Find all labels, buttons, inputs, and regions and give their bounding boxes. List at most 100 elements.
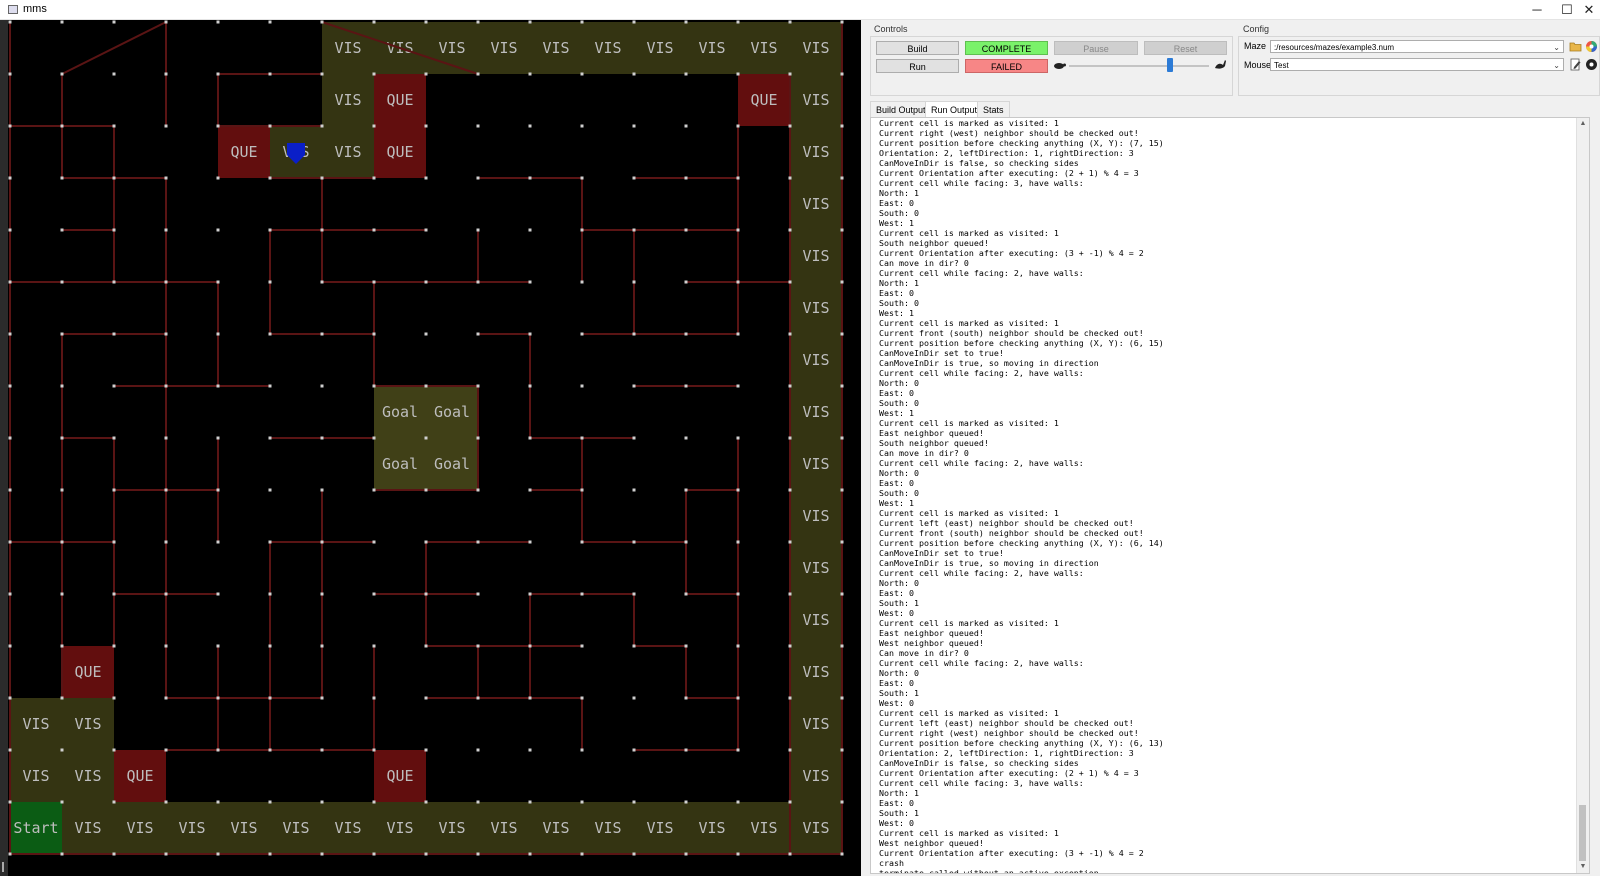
maze-post [320, 20, 324, 24]
cell-label: VIS [438, 819, 465, 837]
maze-post [788, 124, 792, 128]
maze-post [8, 488, 12, 492]
maze-post [216, 644, 220, 648]
color-wheel-icon[interactable] [1585, 40, 1598, 53]
maze-post [788, 384, 792, 388]
maze-post [736, 748, 740, 752]
maze-post [580, 488, 584, 492]
build-button[interactable]: Build [876, 41, 959, 55]
maze-post [60, 540, 64, 544]
maze-select[interactable]: :/resources/mazes/example3.num ⌄ [1270, 40, 1564, 53]
cell-vis [790, 334, 842, 386]
reset-button[interactable]: Reset [1144, 41, 1227, 55]
maze-post [424, 696, 428, 700]
tab-build-output[interactable]: Build Output [870, 101, 932, 117]
scroll-up-icon[interactable]: ▲ [1579, 120, 1587, 127]
cell-label: VIS [750, 39, 777, 57]
maze-post [164, 332, 168, 336]
edit-file-icon[interactable] [1569, 58, 1582, 71]
maze-post [632, 228, 636, 232]
run-output-log[interactable]: Current cell is marked as visited: 1 Cur… [870, 117, 1590, 874]
maze-post [8, 332, 12, 336]
cell-vis [322, 802, 374, 854]
maze-post [372, 72, 376, 76]
cell-label: VIS [178, 819, 205, 837]
maze-post [216, 72, 220, 76]
maze-post [736, 384, 740, 388]
maze-post [60, 72, 64, 76]
cell-label: QUE [230, 143, 257, 161]
maze-post [60, 228, 64, 232]
cell-vis [686, 22, 738, 74]
maze-post [788, 592, 792, 596]
cell-label: VIS [230, 819, 257, 837]
cell-label: VIS [802, 663, 829, 681]
controls-title: Controls [874, 24, 908, 34]
maze-post [788, 20, 792, 24]
maze-post [216, 592, 220, 596]
tab-run-output[interactable]: Run Output [925, 101, 984, 117]
maze-post [528, 20, 532, 24]
maze-post [632, 696, 636, 700]
maze-post [476, 332, 480, 336]
maze-post [424, 644, 428, 648]
maze-post [164, 280, 168, 284]
folder-icon[interactable] [1569, 40, 1582, 53]
settings-icon[interactable] [1585, 58, 1598, 71]
maze-post [632, 800, 636, 804]
log-scrollbar[interactable]: ▲ ▼ [1576, 118, 1589, 873]
maze-post [372, 436, 376, 440]
mouse-select[interactable]: Test ⌄ [1270, 58, 1564, 71]
close-button[interactable]: ✕ [1583, 2, 1595, 17]
pause-button[interactable]: Pause [1054, 41, 1138, 55]
maximize-button[interactable]: ☐ [1561, 2, 1573, 17]
maze-post [372, 644, 376, 648]
maze-post [840, 176, 844, 180]
cell-vis [114, 802, 166, 854]
left-edge [0, 20, 8, 876]
run-button[interactable]: Run [876, 59, 959, 73]
maze-post [788, 176, 792, 180]
maze-post [788, 800, 792, 804]
maze-post [736, 540, 740, 544]
maze-post [580, 124, 584, 128]
maze-post [216, 852, 220, 856]
cell-label: QUE [750, 91, 777, 109]
maze-post [424, 228, 428, 232]
maze-post [684, 644, 688, 648]
cell-label: VIS [802, 767, 829, 785]
maze-post [424, 124, 428, 128]
maze-post [528, 176, 532, 180]
maze-post [164, 540, 168, 544]
maze-post [580, 280, 584, 284]
maze-post [216, 696, 220, 700]
maze-post [424, 540, 428, 544]
maze-post [580, 332, 584, 336]
maze-post [840, 540, 844, 544]
maze-post [632, 852, 636, 856]
cell-label: QUE [386, 767, 413, 785]
cell-label: VIS [74, 767, 101, 785]
speed-slider[interactable] [1166, 58, 1173, 72]
scroll-down-icon[interactable]: ▼ [1579, 863, 1587, 870]
maze-post [580, 540, 584, 544]
cell-vis [634, 802, 686, 854]
maze-post [8, 20, 12, 24]
maze-post [684, 228, 688, 232]
tab-stats[interactable]: Stats [977, 101, 1010, 117]
maze-post [580, 436, 584, 440]
scroll-thumb[interactable] [1579, 805, 1586, 861]
maze-post [112, 592, 116, 596]
maze-post [788, 540, 792, 544]
cell-vis [270, 802, 322, 854]
cell-label: VIS [438, 39, 465, 57]
minimize-button[interactable]: ─ [1532, 2, 1542, 17]
maze-post [684, 280, 688, 284]
maze-post [788, 488, 792, 492]
maze-post [476, 748, 480, 752]
maze-post [528, 748, 532, 752]
maze-wall [321, 21, 479, 75]
maze-post [840, 592, 844, 596]
maze-post [112, 852, 116, 856]
maze-post [268, 72, 272, 76]
